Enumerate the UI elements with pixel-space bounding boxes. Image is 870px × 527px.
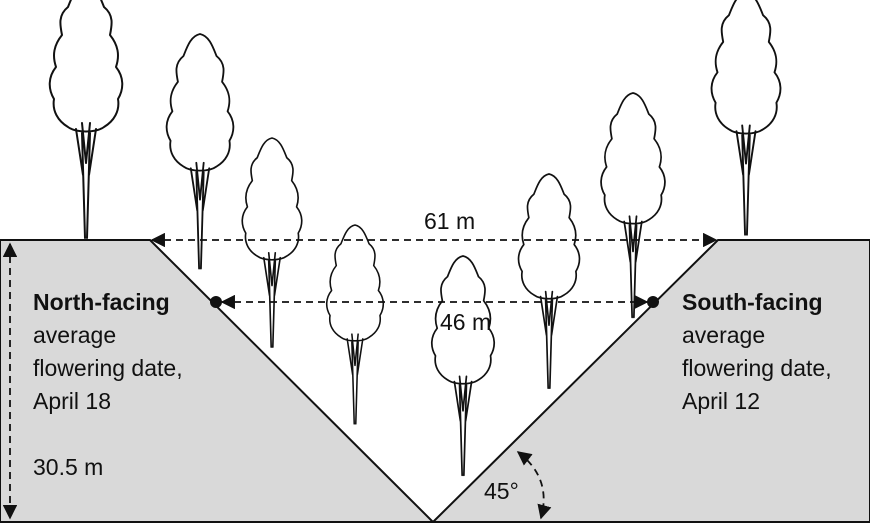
north-facing-line2: flowering date, [33,355,183,381]
north-facing-date: April 18 [33,388,111,414]
tree-icon [241,137,303,348]
south-facing-date: April 12 [682,388,760,414]
south-facing-title: South-facing [682,289,823,315]
south-facing-line1: average [682,322,765,348]
angle-arc [516,451,552,520]
tree-icon [48,0,124,239]
south-facing-line2: flowering date, [682,355,832,381]
tree-icon [325,224,385,425]
tree-icon [600,92,666,319]
north-facing-line1: average [33,322,116,348]
depth-label: 30.5 m [33,454,103,480]
angle-label: 45° [484,478,519,504]
measure-point-left [210,296,222,308]
north-facing-label-group: North-facing average flowering date, Apr… [33,289,183,414]
width-mid-label: 46 m [440,309,491,335]
tree-icon [517,173,581,390]
width-top-label: 61 m [424,208,475,234]
south-facing-label-group: South-facing average flowering date, Apr… [682,289,832,414]
valley-ground [0,239,870,523]
tree-icon [165,33,235,270]
measure-point-right [647,296,659,308]
tree-icon [710,0,782,236]
north-facing-title: North-facing [33,289,170,315]
tree-icon [430,255,496,477]
